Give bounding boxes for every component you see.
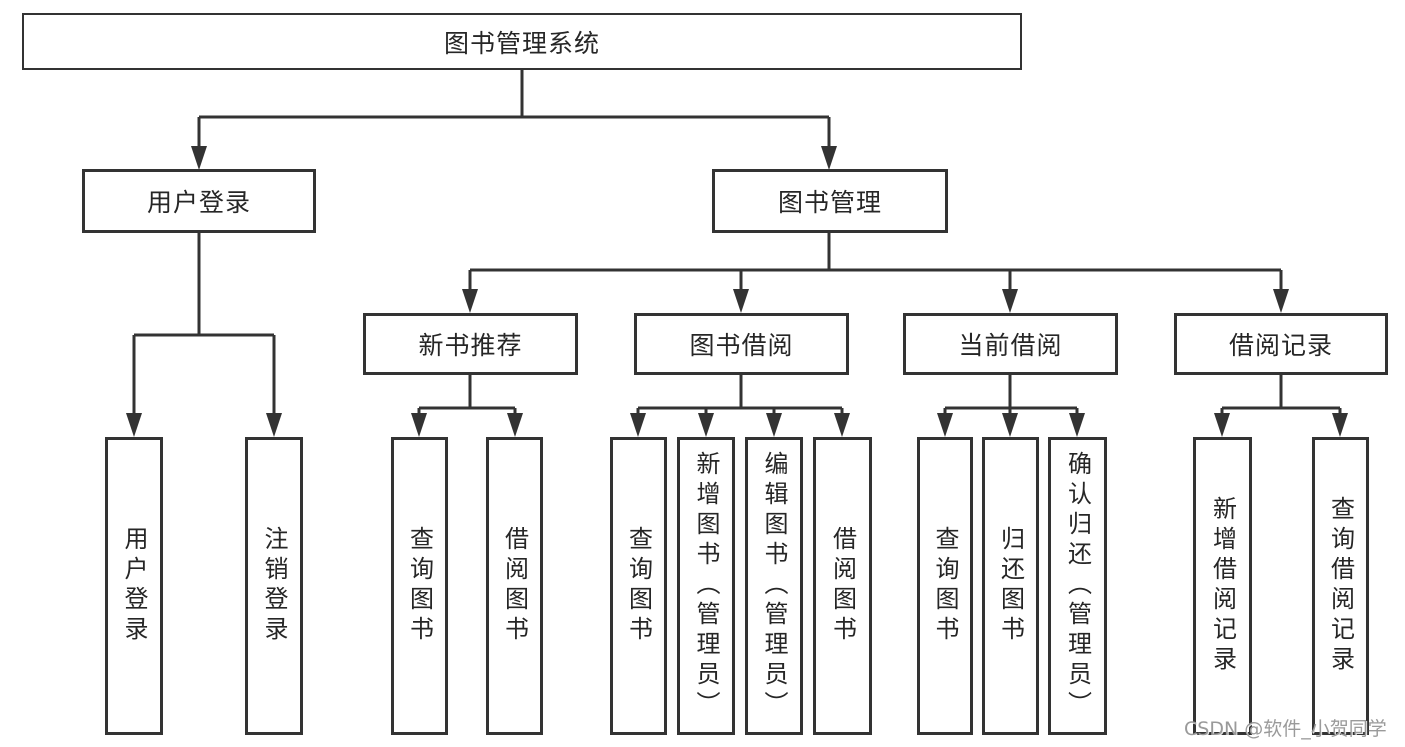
leaf-label: 查询图书	[624, 526, 653, 646]
node-section-new-book-recommend: 新书推荐	[363, 313, 578, 375]
section-label: 图书借阅	[689, 331, 794, 360]
leaf-label: 确认归还（管理员）	[1063, 451, 1092, 721]
arrow-heads	[126, 146, 1348, 437]
node-root-label: 图书管理系统	[443, 28, 600, 58]
node-section-borrow-records: 借阅记录	[1174, 313, 1388, 375]
node-section-book-borrow: 图书借阅	[634, 313, 849, 375]
leaf-return-books: 归还图书	[982, 437, 1039, 735]
leaf-add-borrow-record: 新增借阅记录	[1193, 437, 1252, 735]
section-label: 当前借阅	[958, 331, 1063, 360]
leaf-label: 查询借阅记录	[1326, 496, 1355, 676]
leaf-label: 归还图书	[996, 526, 1025, 646]
leaf-label: 查询图书	[931, 526, 959, 646]
leaf-label: 借阅图书	[500, 526, 529, 646]
node-section-current-borrow: 当前借阅	[903, 313, 1118, 375]
node-book-mgmt-label: 图书管理	[777, 188, 882, 217]
leaf-query-books-1: 查询图书	[391, 437, 448, 735]
watermark: CSDN @软件_小贺同学	[1184, 718, 1387, 740]
leaf-borrow-books-2: 借阅图书	[813, 437, 872, 735]
leaf-label: 新增图书（管理员）	[692, 451, 720, 721]
node-book-mgmt: 图书管理	[712, 169, 948, 233]
node-user-login-label: 用户登录	[146, 188, 251, 217]
leaf-query-books-2: 查询图书	[610, 437, 667, 735]
leaf-query-borrow-record: 查询借阅记录	[1312, 437, 1369, 735]
section-label: 借阅记录	[1228, 331, 1333, 360]
leaf-label: 用户登录	[120, 526, 148, 646]
node-root: 图书管理系统	[22, 13, 1022, 70]
leaf-label: 注销登录	[260, 526, 288, 646]
leaf-user-login: 用户登录	[105, 437, 163, 735]
leaf-logout: 注销登录	[245, 437, 303, 735]
leaf-label: 借阅图书	[828, 526, 857, 646]
leaf-borrow-books-1: 借阅图书	[486, 437, 543, 735]
leaf-query-books-3: 查询图书	[917, 437, 973, 735]
leaf-add-books-admin: 新增图书（管理员）	[677, 437, 735, 735]
section-label: 新书推荐	[418, 331, 523, 360]
leaf-label: 新增借阅记录	[1208, 496, 1237, 676]
leaf-edit-books-admin: 编辑图书（管理员）	[745, 437, 803, 735]
leaf-label: 编辑图书（管理员）	[760, 451, 788, 721]
node-user-login: 用户登录	[82, 169, 316, 233]
leaf-label: 查询图书	[405, 526, 434, 646]
leaf-confirm-return-admin: 确认归还（管理员）	[1048, 437, 1107, 735]
